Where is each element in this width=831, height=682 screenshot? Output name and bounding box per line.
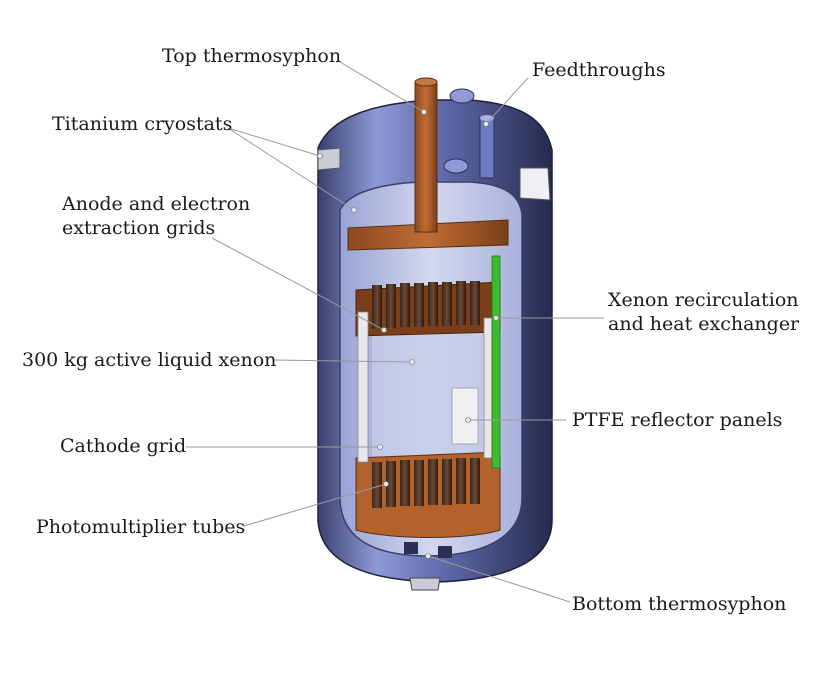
label-xenon-recirculation: Xenon recirculation and heat exchanger bbox=[608, 288, 799, 336]
heat-exchanger-tube bbox=[491, 255, 501, 469]
leader-active-xenon bbox=[273, 359, 413, 363]
bottom-thermosyphon-fitting bbox=[404, 542, 452, 591]
label-active-liquid-xenon: 300 kg active liquid xenon bbox=[22, 349, 277, 371]
label-anode-line1: Anode and electron bbox=[62, 193, 251, 215]
ptfe-side-panels bbox=[357, 311, 493, 463]
leader-cryostat-inner bbox=[227, 127, 355, 211]
leader-dots bbox=[317, 109, 499, 559]
leader-bottom-thermosyphon bbox=[427, 555, 571, 603]
feedthrough-tubes bbox=[443, 88, 495, 179]
leader-pmts bbox=[243, 483, 387, 527]
label-titanium-cryostats: Titanium cryostats bbox=[52, 113, 233, 135]
bottom-pmt-array bbox=[355, 451, 501, 538]
label-photomultiplier-tubes: Photomultiplier tubes bbox=[36, 516, 246, 538]
top-copper-plate bbox=[347, 219, 509, 251]
label-bottom-thermosyphon: Bottom thermosyphon bbox=[572, 593, 787, 615]
label-xenon-recirc-line1: Xenon recirculation bbox=[608, 289, 799, 311]
label-cathode-grid: Cathode grid bbox=[60, 435, 187, 457]
leader-anode bbox=[211, 237, 385, 331]
label-feedthroughs: Feedthroughs bbox=[532, 59, 666, 81]
label-xenon-recirc-line2: and heat exchanger bbox=[608, 313, 800, 335]
label-ptfe-panels: PTFE reflector panels bbox=[572, 409, 783, 431]
label-anode-grids: Anode and electron extraction grids bbox=[62, 192, 250, 240]
leader-top-thermosyphon bbox=[339, 61, 425, 113]
top-thermosyphon-stem bbox=[414, 77, 438, 233]
leader-cryostat-outer bbox=[227, 127, 321, 157]
leader-feedthroughs bbox=[485, 77, 529, 125]
label-anode-line2: extraction grids bbox=[62, 217, 216, 239]
top-pmt-array bbox=[355, 281, 501, 337]
label-top-thermosyphon: Top thermosyphon bbox=[162, 45, 342, 67]
leader-lines bbox=[186, 61, 604, 603]
